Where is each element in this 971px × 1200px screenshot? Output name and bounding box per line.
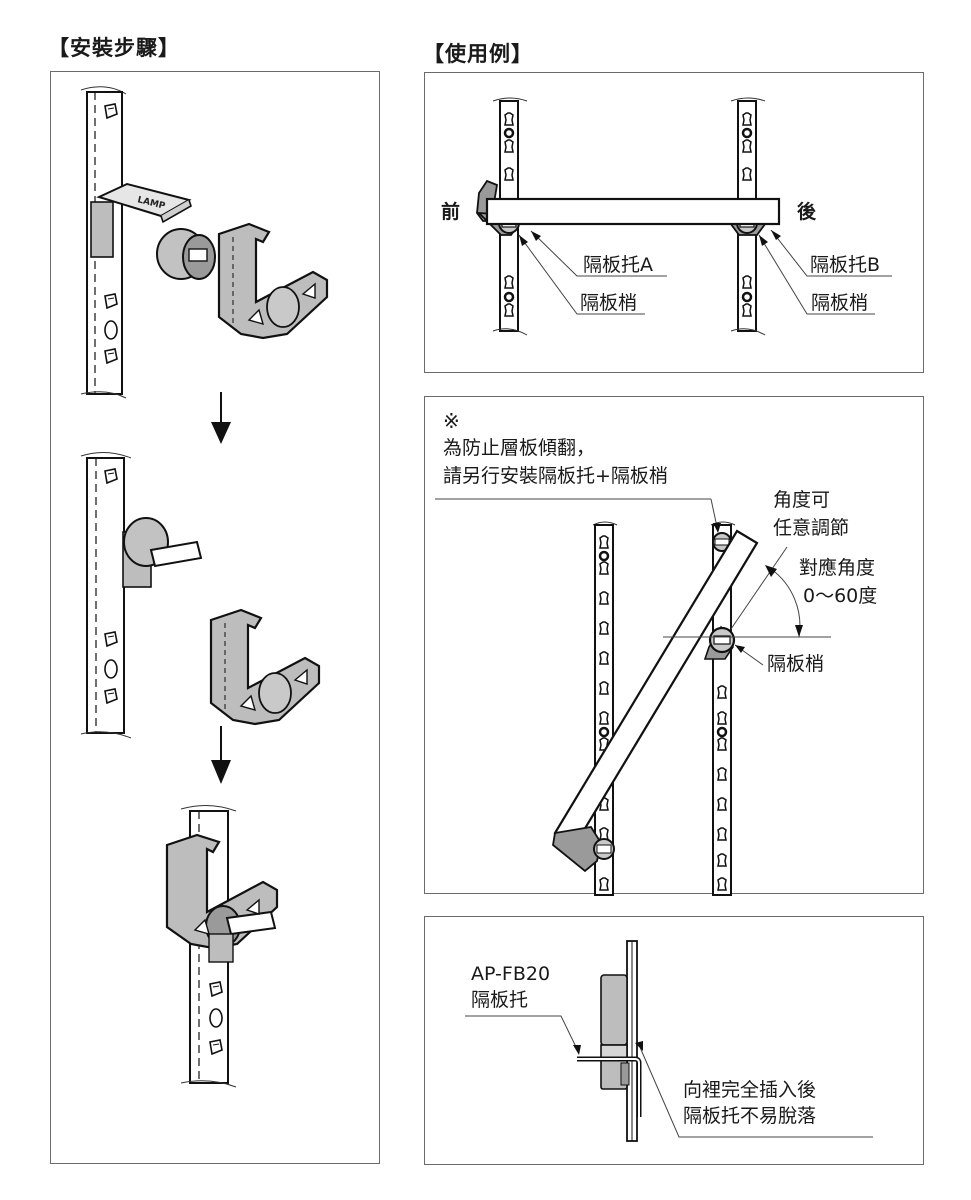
usage-example-level-shelf: 前 後 隔板托A 隔板梢 隔板托B 隔板梢 xyxy=(424,72,924,373)
pin-label: 隔板梢 xyxy=(767,653,825,675)
shelf-bracket-step2 xyxy=(209,608,321,726)
pivot-bracket xyxy=(703,625,736,660)
bracket-side-view xyxy=(600,974,630,1090)
leader-lines xyxy=(518,229,892,315)
usage-example-side-view: AP-FB20 隔板托 向裡完全插入後 隔板托不易脫落 xyxy=(424,916,924,1165)
install-steps-panel: LAMP xyxy=(50,71,380,1164)
note-line-2: 請另行安裝隔板托+隔板梢 xyxy=(443,465,668,487)
install-steps-illustration: LAMP xyxy=(80,86,329,1088)
pin-label-a: 隔板梢 xyxy=(580,292,638,314)
upright-post-right xyxy=(710,521,736,896)
angle-reference-line xyxy=(730,546,788,630)
shelf-clip-side-view xyxy=(577,1056,642,1117)
shelf-board xyxy=(485,197,781,226)
angle-arrow-top xyxy=(765,565,777,577)
tilted-shelf-illustration xyxy=(435,498,831,896)
leader-arrowheads xyxy=(519,230,781,246)
note-mark: ※ xyxy=(443,409,460,433)
note-leader-line xyxy=(638,1044,873,1138)
back-label: 後 xyxy=(797,201,817,223)
model-leader-line xyxy=(465,1015,578,1050)
angle-line-2: 0～60度 xyxy=(803,585,878,607)
model-label: AP-FB20 xyxy=(471,963,551,985)
adjust-line-1: 角度可 xyxy=(773,489,831,511)
side-view-illustration xyxy=(465,940,873,1142)
lower-bracket xyxy=(552,826,615,873)
shelf-pin-inserted-step2 xyxy=(122,517,203,588)
angle-arrow-bottom xyxy=(795,625,803,637)
upright-post-step2 xyxy=(80,452,132,739)
usage-examples-heading: 【使用例】 xyxy=(423,42,533,66)
upright-side-view xyxy=(626,940,638,1142)
angle-line-1: 對應角度 xyxy=(799,557,876,579)
shelf-pin-step1 xyxy=(156,228,216,280)
pin-label-b: 隔板梢 xyxy=(811,292,869,314)
usage-example-tilted-shelf: ※ 為防止層板傾翻， 請另行安裝隔板托+隔板梢 角度可 任意調節 對應角度 0～… xyxy=(424,396,924,896)
shelf-bracket-step1 xyxy=(217,222,329,340)
level-shelf-illustration xyxy=(476,97,892,336)
note-line-1: 向裡完全插入後 xyxy=(683,1079,817,1101)
shelf-clip-step1: LAMP xyxy=(90,182,192,258)
bracket-a-label: 隔板托A xyxy=(583,254,653,276)
note-line-2: 隔板托不易脫落 xyxy=(683,1105,817,1127)
bracket-label: 隔板托 xyxy=(471,989,529,1011)
adjust-line-2: 任意調節 xyxy=(773,517,850,539)
assembled-bracket-step3 xyxy=(165,833,279,963)
angle-arc xyxy=(770,568,801,638)
down-arrow-icon xyxy=(211,726,231,784)
note-line-1: 為防止層板傾翻， xyxy=(443,437,596,459)
down-arrow-icon xyxy=(211,392,231,444)
bracket-b-label: 隔板托B xyxy=(810,254,881,276)
front-label: 前 xyxy=(441,201,461,223)
install-steps-heading: 【安裝步驟】 xyxy=(48,36,180,60)
